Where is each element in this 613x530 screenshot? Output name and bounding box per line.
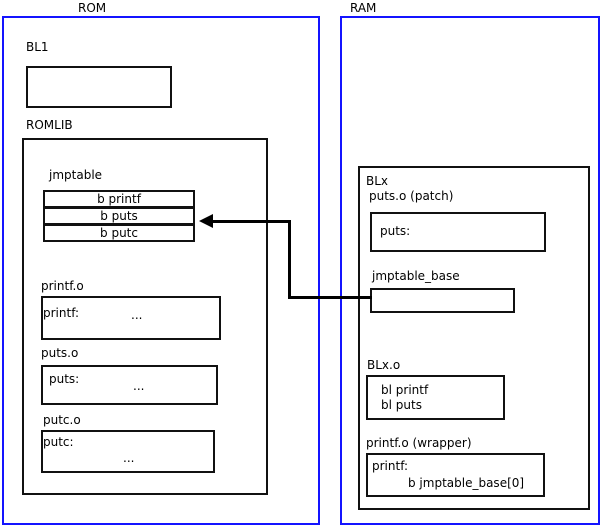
connector-segment-horizontal-upper	[212, 220, 291, 223]
jmptable-row-0: b printf	[43, 190, 195, 208]
printf-o-body: ...	[131, 308, 143, 322]
romlib-container	[22, 138, 268, 495]
jmptable-row-1: b puts	[43, 207, 195, 225]
puts-o-symbol: puts:	[49, 372, 80, 386]
puts-o-box: puts: ...	[41, 365, 218, 405]
printf-wrapper-branch: b jmptable_base[0]	[408, 476, 525, 490]
puts-o-label: puts.o	[41, 346, 79, 360]
blx-patch-box: puts:	[370, 212, 546, 252]
connector-arrowhead-icon	[199, 214, 213, 228]
bl1-box	[26, 66, 172, 108]
printf-wrapper-box: printf: b jmptable_base[0]	[366, 453, 545, 497]
blx-o-label: BLx.o	[367, 358, 401, 372]
bl1-label: BL1	[26, 40, 49, 54]
printf-o-label: printf.o	[41, 279, 84, 293]
blx-patch-symbol: puts:	[380, 224, 411, 238]
putc-o-body: ...	[123, 451, 135, 465]
connector-segment-right	[352, 296, 372, 299]
blx-o-line2: bl puts	[381, 398, 422, 412]
ram-region	[340, 16, 600, 525]
blx-patch-label: puts.o (patch)	[369, 189, 454, 203]
printf-wrapper-symbol: printf:	[372, 459, 409, 473]
blx-o-box: bl printf bl puts	[366, 375, 505, 420]
connector-segment-horizontal-lower	[288, 296, 354, 299]
puts-o-body: ...	[133, 379, 145, 393]
blx-label: BLx	[366, 174, 389, 188]
blx-o-line1: bl printf	[381, 383, 429, 397]
printf-o-symbol: printf:	[43, 306, 80, 320]
putc-o-box: putc: ...	[41, 430, 215, 473]
putc-o-label: putc.o	[43, 413, 81, 427]
jmptable-label: jmptable	[49, 168, 103, 182]
romlib-label: ROMLIB	[26, 118, 73, 132]
rom-region-label: ROM	[78, 1, 107, 15]
blx-container	[358, 166, 590, 510]
connector-segment-vertical	[288, 220, 291, 299]
rom-region	[2, 16, 320, 525]
ram-region-label: RAM	[350, 1, 377, 15]
printf-wrapper-label: printf.o (wrapper)	[366, 436, 472, 450]
jmptable-row-2: b putc	[43, 224, 195, 242]
putc-o-symbol: putc:	[43, 435, 74, 449]
printf-o-box: printf: ...	[41, 296, 221, 340]
jmptable-base-label: jmptable_base	[372, 269, 460, 283]
jmptable-base-box	[370, 288, 515, 313]
